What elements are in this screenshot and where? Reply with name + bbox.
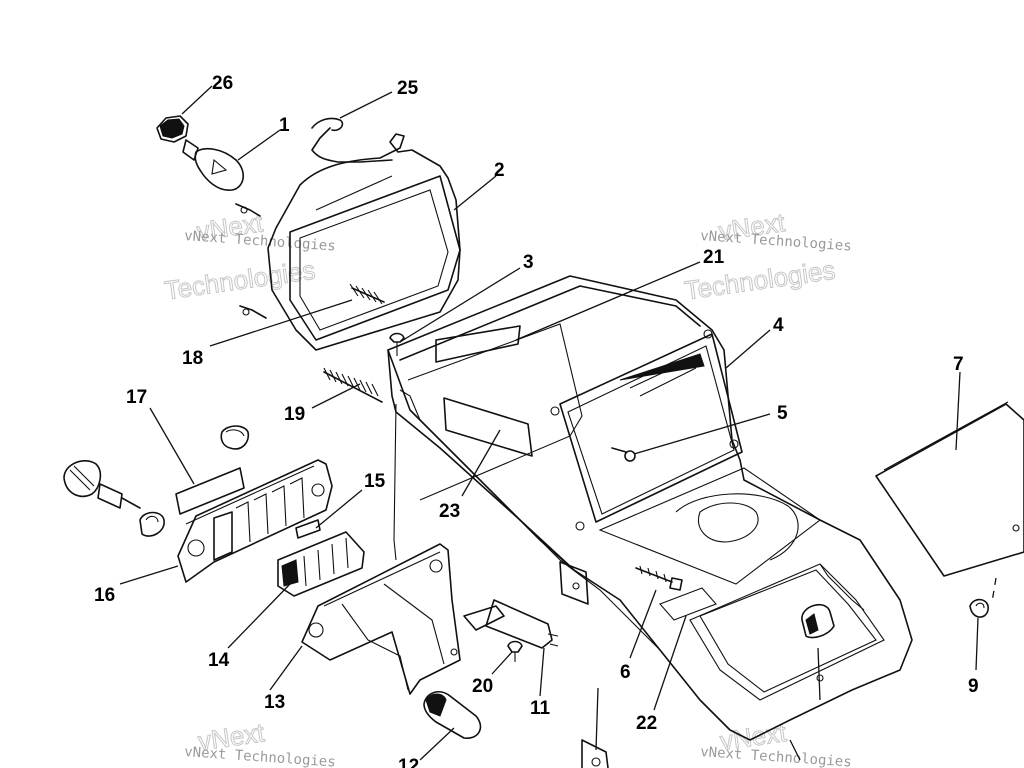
callout-18: 18 [182,348,203,369]
callout-26: 26 [212,73,233,94]
leader-line-1 [237,129,281,161]
leader-line-3 [399,267,521,343]
leader-line-23 [461,429,501,497]
leader-lines [119,85,979,761]
hood-bracket [559,561,589,605]
callout-22: 22 [636,713,657,734]
indicator-lamp-12 [423,691,482,739]
leader-line-5 [633,413,771,455]
callout-16: 16 [94,585,115,606]
callout-13: 13 [264,692,285,713]
leader-line-12 [419,727,455,761]
decal-22 [659,587,717,621]
watermark-top-right: vNext Technologies [682,207,837,306]
leader-line-14 [227,583,291,649]
callout-14: 14 [208,650,230,671]
callout-15: 15 [364,471,386,492]
toggle-grommet [220,425,250,450]
callout-17: 17 [126,387,147,408]
leader-line-9 [975,617,979,671]
callout-9: 9 [968,676,979,697]
ignition-key [63,460,141,509]
callout-3: 3 [523,252,534,273]
fuse-15 [295,519,321,539]
toggle-switch-11 [463,599,559,649]
screw-20 [507,640,523,662]
leader-line-16 [119,565,179,585]
switch-housing [301,543,461,695]
adjusting-spring-lower [323,367,383,403]
leader-line-7 [955,371,961,451]
adjusting-spring-upper [349,283,385,305]
callout-1: 1 [279,115,290,136]
leader-line-22 [653,615,687,711]
switch-bezel [177,459,333,583]
callout-23: 23 [439,501,460,522]
ignition-switch-nut [139,511,165,537]
mounting-bolt-6 [635,565,683,591]
console-latch [801,603,835,639]
callout-19: 19 [284,404,305,425]
leader-line-2 [453,175,497,211]
leader-line-25 [339,91,393,119]
decal-21 [435,325,521,341]
switch-block [277,531,365,597]
callout-21: 21 [703,247,725,268]
headlight-bulb [182,139,244,191]
leader-line-latch [789,647,821,761]
grommet-9 [969,598,989,618]
leader-line-15 [315,489,363,529]
mounting-screw-5 [611,447,636,462]
callout-12: 12 [398,756,419,768]
leader-line-20 [491,651,513,675]
callout-4: 4 [773,315,784,336]
leader-line-26 [181,85,213,115]
callout-25: 25 [397,78,419,99]
leader-line-4 [725,329,771,369]
leader-line-13 [269,645,303,691]
assembly-guide-line [991,577,997,603]
bulb-socket [156,115,189,143]
leader-line-18 [209,299,353,347]
watermark-ghost-text: Technologies [163,255,317,306]
switch-gasket [175,467,245,515]
callout-20: 20 [472,676,493,697]
leader-line-6 [629,589,657,659]
leader-line-connector [595,687,599,751]
headlight-housing [235,133,461,351]
callout-2: 2 [494,160,505,181]
leader-line-11 [539,647,545,697]
wire-harness-connector [581,739,609,768]
callout-11: 11 [530,698,551,719]
leader-line-19 [311,383,361,409]
watermark-top-left: vNext Technologies [162,207,317,306]
callout-7: 7 [953,354,964,375]
leader-line-17 [149,407,195,485]
console-hood [387,275,913,741]
callout-6: 6 [620,662,631,683]
leader-line-21 [515,261,701,341]
headlight-wire [311,117,393,163]
side-panel [875,401,1024,577]
callout-5: 5 [777,403,788,424]
callout-labels: 26 25 1 2 3 21 4 18 17 19 5 7 15 23 16 1… [94,73,979,768]
